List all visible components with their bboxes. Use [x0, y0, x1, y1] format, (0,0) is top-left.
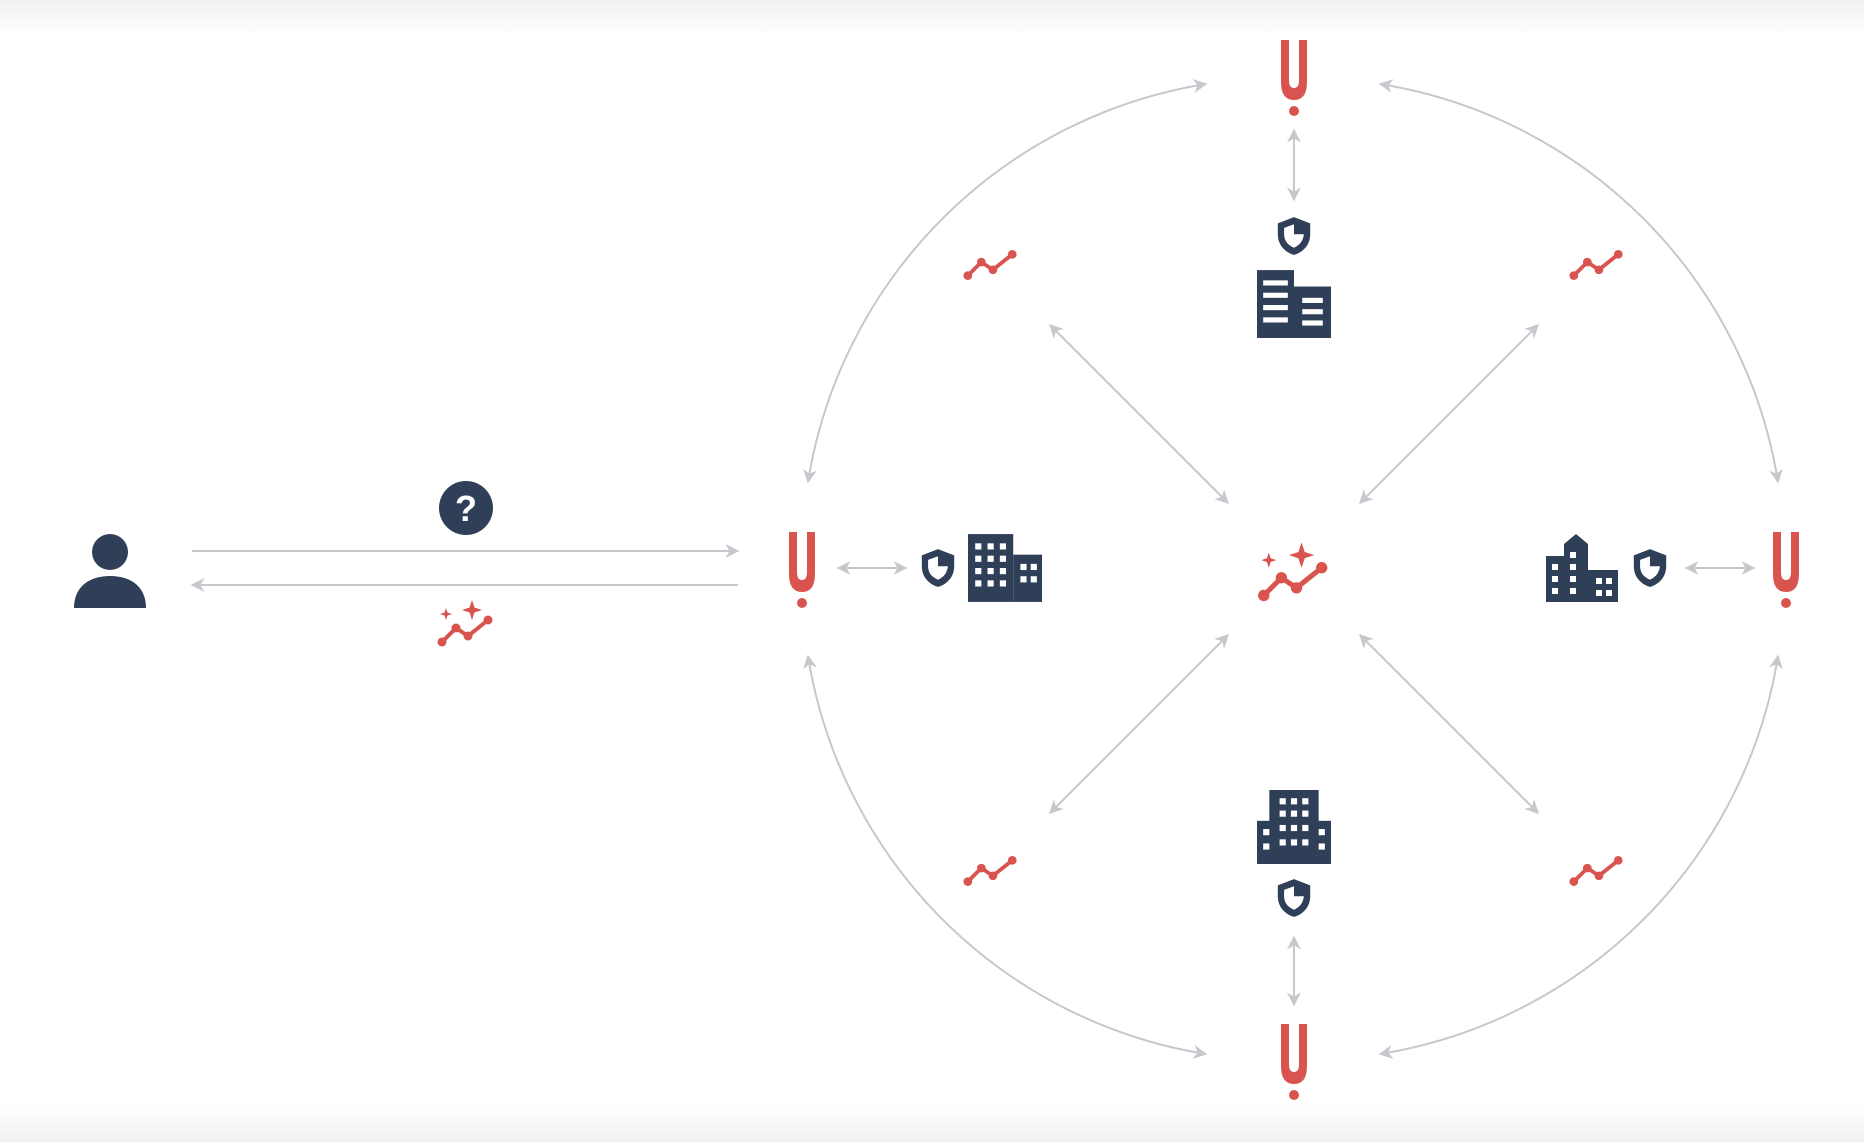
sparkle-trend-icon	[436, 598, 495, 648]
center-sparkle-trend-icon	[1258, 543, 1327, 602]
building-icon	[1257, 790, 1331, 864]
spoke-bottom-right	[1359, 634, 1539, 814]
top-fade	[0, 0, 1864, 36]
arc-top-right	[1378, 79, 1783, 484]
trend-line-icon	[1568, 853, 1625, 888]
arc-top-left	[803, 79, 1208, 484]
connectors	[190, 79, 1783, 1059]
trend-line-icon	[962, 853, 1019, 888]
node-left-icon	[789, 532, 815, 608]
person-icon	[74, 534, 146, 608]
shield-icon	[1277, 879, 1311, 917]
arc-bottom-left	[803, 654, 1208, 1059]
trend-line-icon	[1568, 247, 1625, 282]
building-icon	[968, 534, 1042, 602]
spoke-top-left	[1049, 324, 1229, 504]
spoke-top-right	[1359, 324, 1539, 504]
trend-line-icon	[962, 247, 1019, 282]
question-mark: ?	[455, 488, 477, 529]
question-circle-icon: ?	[439, 481, 493, 535]
shield-icon	[1277, 217, 1311, 255]
building-icon	[1257, 270, 1331, 338]
bottom-fade	[0, 1106, 1864, 1142]
node-right-icon	[1773, 532, 1799, 608]
building-icon	[1546, 534, 1618, 602]
spoke-bottom-left	[1049, 634, 1229, 814]
node-bottom-icon	[1281, 1024, 1307, 1100]
node-top-icon	[1281, 40, 1307, 116]
arc-bottom-right	[1378, 654, 1783, 1059]
shield-icon	[921, 549, 955, 587]
shield-icon	[1633, 549, 1667, 587]
